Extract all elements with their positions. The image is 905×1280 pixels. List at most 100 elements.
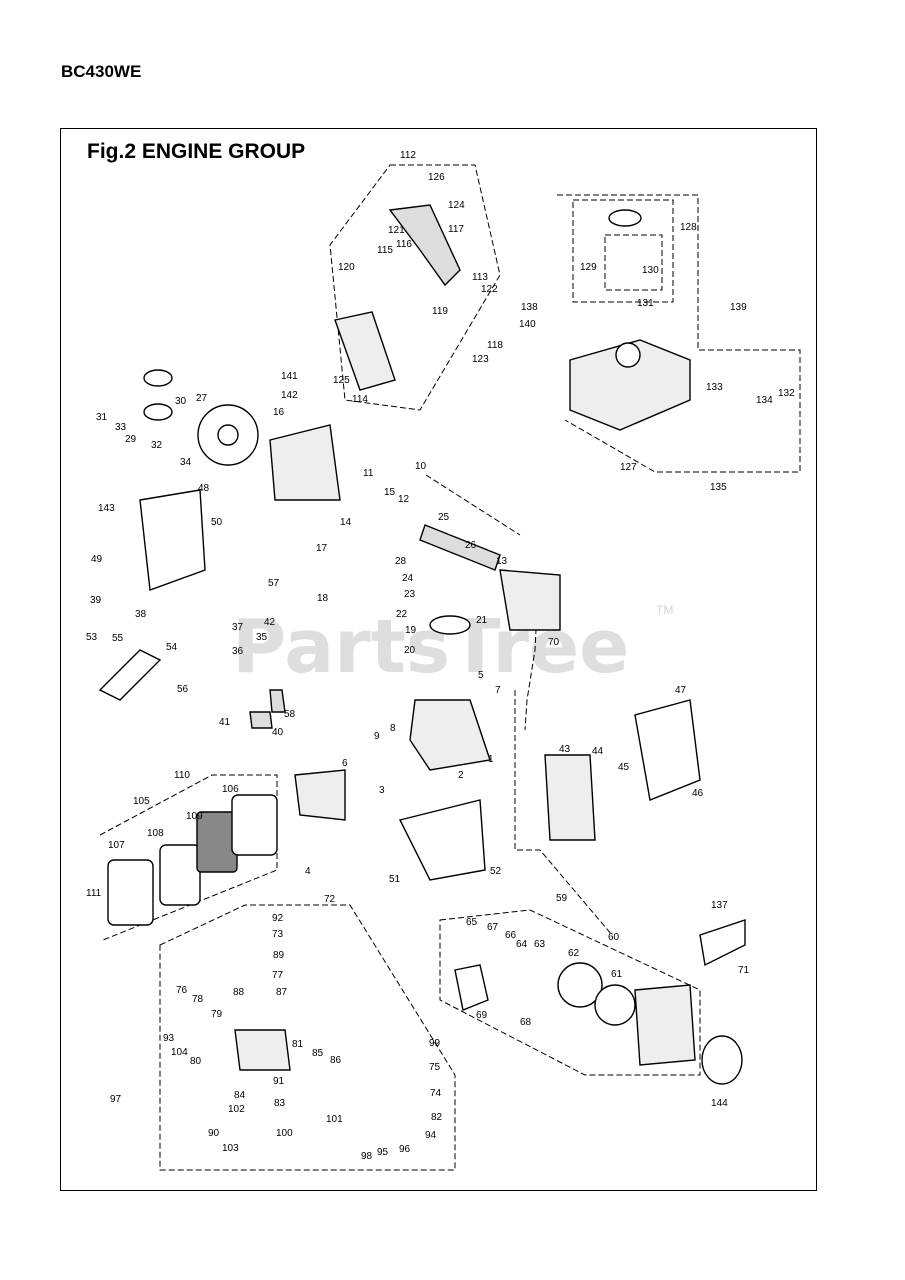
callout-93: 93 [163,1033,175,1044]
callout-60: 60 [608,932,620,943]
callout-55: 55 [112,633,124,644]
callout-34: 34 [180,457,192,468]
callout-67: 67 [487,922,499,933]
callout-4: 4 [305,866,311,877]
figure-frame [60,128,817,1191]
callout-10: 10 [415,461,427,472]
callout-83: 83 [274,1098,286,1109]
callout-133: 133 [706,382,723,393]
callout-5: 5 [478,670,484,681]
callout-131: 131 [637,298,654,309]
callout-71: 71 [738,965,750,976]
callout-45: 45 [618,762,630,773]
callout-108: 108 [147,828,164,839]
callout-127: 127 [620,462,637,473]
callout-70: 70 [548,637,560,648]
callout-111: 111 [86,888,102,899]
callout-125: 125 [333,375,350,386]
callout-120: 120 [338,262,355,273]
callout-128: 128 [680,222,697,233]
callout-25: 25 [438,512,450,523]
callout-84: 84 [234,1090,246,1101]
callout-62: 62 [568,948,580,959]
callout-72: 72 [324,894,336,905]
callout-1: 1 [488,754,494,765]
callout-48: 48 [198,483,210,494]
callout-20: 20 [404,645,416,656]
callout-32: 32 [151,440,163,451]
callout-110: 110 [174,770,190,781]
callout-44: 44 [592,746,604,757]
callout-94: 94 [425,1130,437,1141]
callout-38: 38 [135,609,147,620]
callout-42: 42 [264,617,276,628]
callout-26: 26 [465,540,477,551]
callout-113: 113 [472,272,488,283]
model-number: BC430WE [61,62,142,81]
callout-86: 86 [330,1055,342,1066]
callout-97: 97 [110,1094,122,1105]
callout-58: 58 [284,709,296,720]
callout-labels: 1121261241171211161151201131191221181231… [86,150,795,1162]
callout-31: 31 [96,412,108,423]
callout-140: 140 [519,319,536,330]
callout-73: 73 [272,929,284,940]
callout-28: 28 [395,556,407,567]
part-sketches [98,204,746,1085]
callout-21: 21 [476,615,488,626]
callout-24: 24 [402,573,414,584]
callout-6: 6 [342,758,348,769]
callout-78: 78 [192,994,204,1005]
callout-102: 102 [228,1104,245,1115]
callout-76: 76 [176,985,188,996]
callout-9: 9 [374,731,380,742]
callout-105: 105 [133,796,150,807]
callout-89: 89 [273,950,285,961]
callout-39: 39 [90,595,102,606]
callout-124: 124 [448,200,465,211]
callout-143: 143 [98,503,115,514]
callout-126: 126 [428,172,445,183]
callout-95: 95 [377,1147,389,1158]
callout-37: 37 [232,622,244,633]
callout-139: 139 [730,302,747,313]
callout-8: 8 [390,723,396,734]
callout-135: 135 [710,482,727,493]
callout-92: 92 [272,913,284,924]
callout-118: 118 [487,340,503,351]
callout-30: 30 [175,396,187,407]
callout-69: 69 [476,1010,488,1021]
callout-2: 2 [458,770,464,781]
callout-15: 15 [384,487,396,498]
callout-77: 77 [272,970,284,981]
callout-54: 54 [166,642,178,653]
callout-98: 98 [361,1151,373,1162]
callout-104: 104 [171,1047,188,1058]
callout-100: 100 [276,1128,293,1139]
callout-115: 115 [377,245,393,256]
callout-41: 41 [219,717,231,728]
callout-99: 99 [429,1038,441,1049]
callout-75: 75 [429,1062,441,1073]
watermark-tm: TM [656,603,673,617]
callout-106: 106 [222,784,239,795]
callout-33: 33 [115,422,127,433]
callout-53: 53 [86,632,98,643]
callout-132: 132 [778,388,795,399]
callout-16: 16 [273,407,285,418]
callout-134: 134 [756,395,773,406]
callout-47: 47 [675,685,687,696]
callout-64: 64 [516,939,528,950]
callout-35: 35 [256,632,268,643]
callout-101: 101 [326,1114,343,1125]
callout-142: 142 [281,390,298,401]
callout-103: 103 [222,1143,239,1154]
callout-19: 19 [405,625,417,636]
callout-137: 137 [711,900,728,911]
callout-65: 65 [466,917,478,928]
callout-119: 119 [432,306,448,317]
callout-3: 3 [379,785,385,796]
callout-29: 29 [125,434,137,445]
callout-91: 91 [273,1076,285,1087]
callout-49: 49 [91,554,103,565]
